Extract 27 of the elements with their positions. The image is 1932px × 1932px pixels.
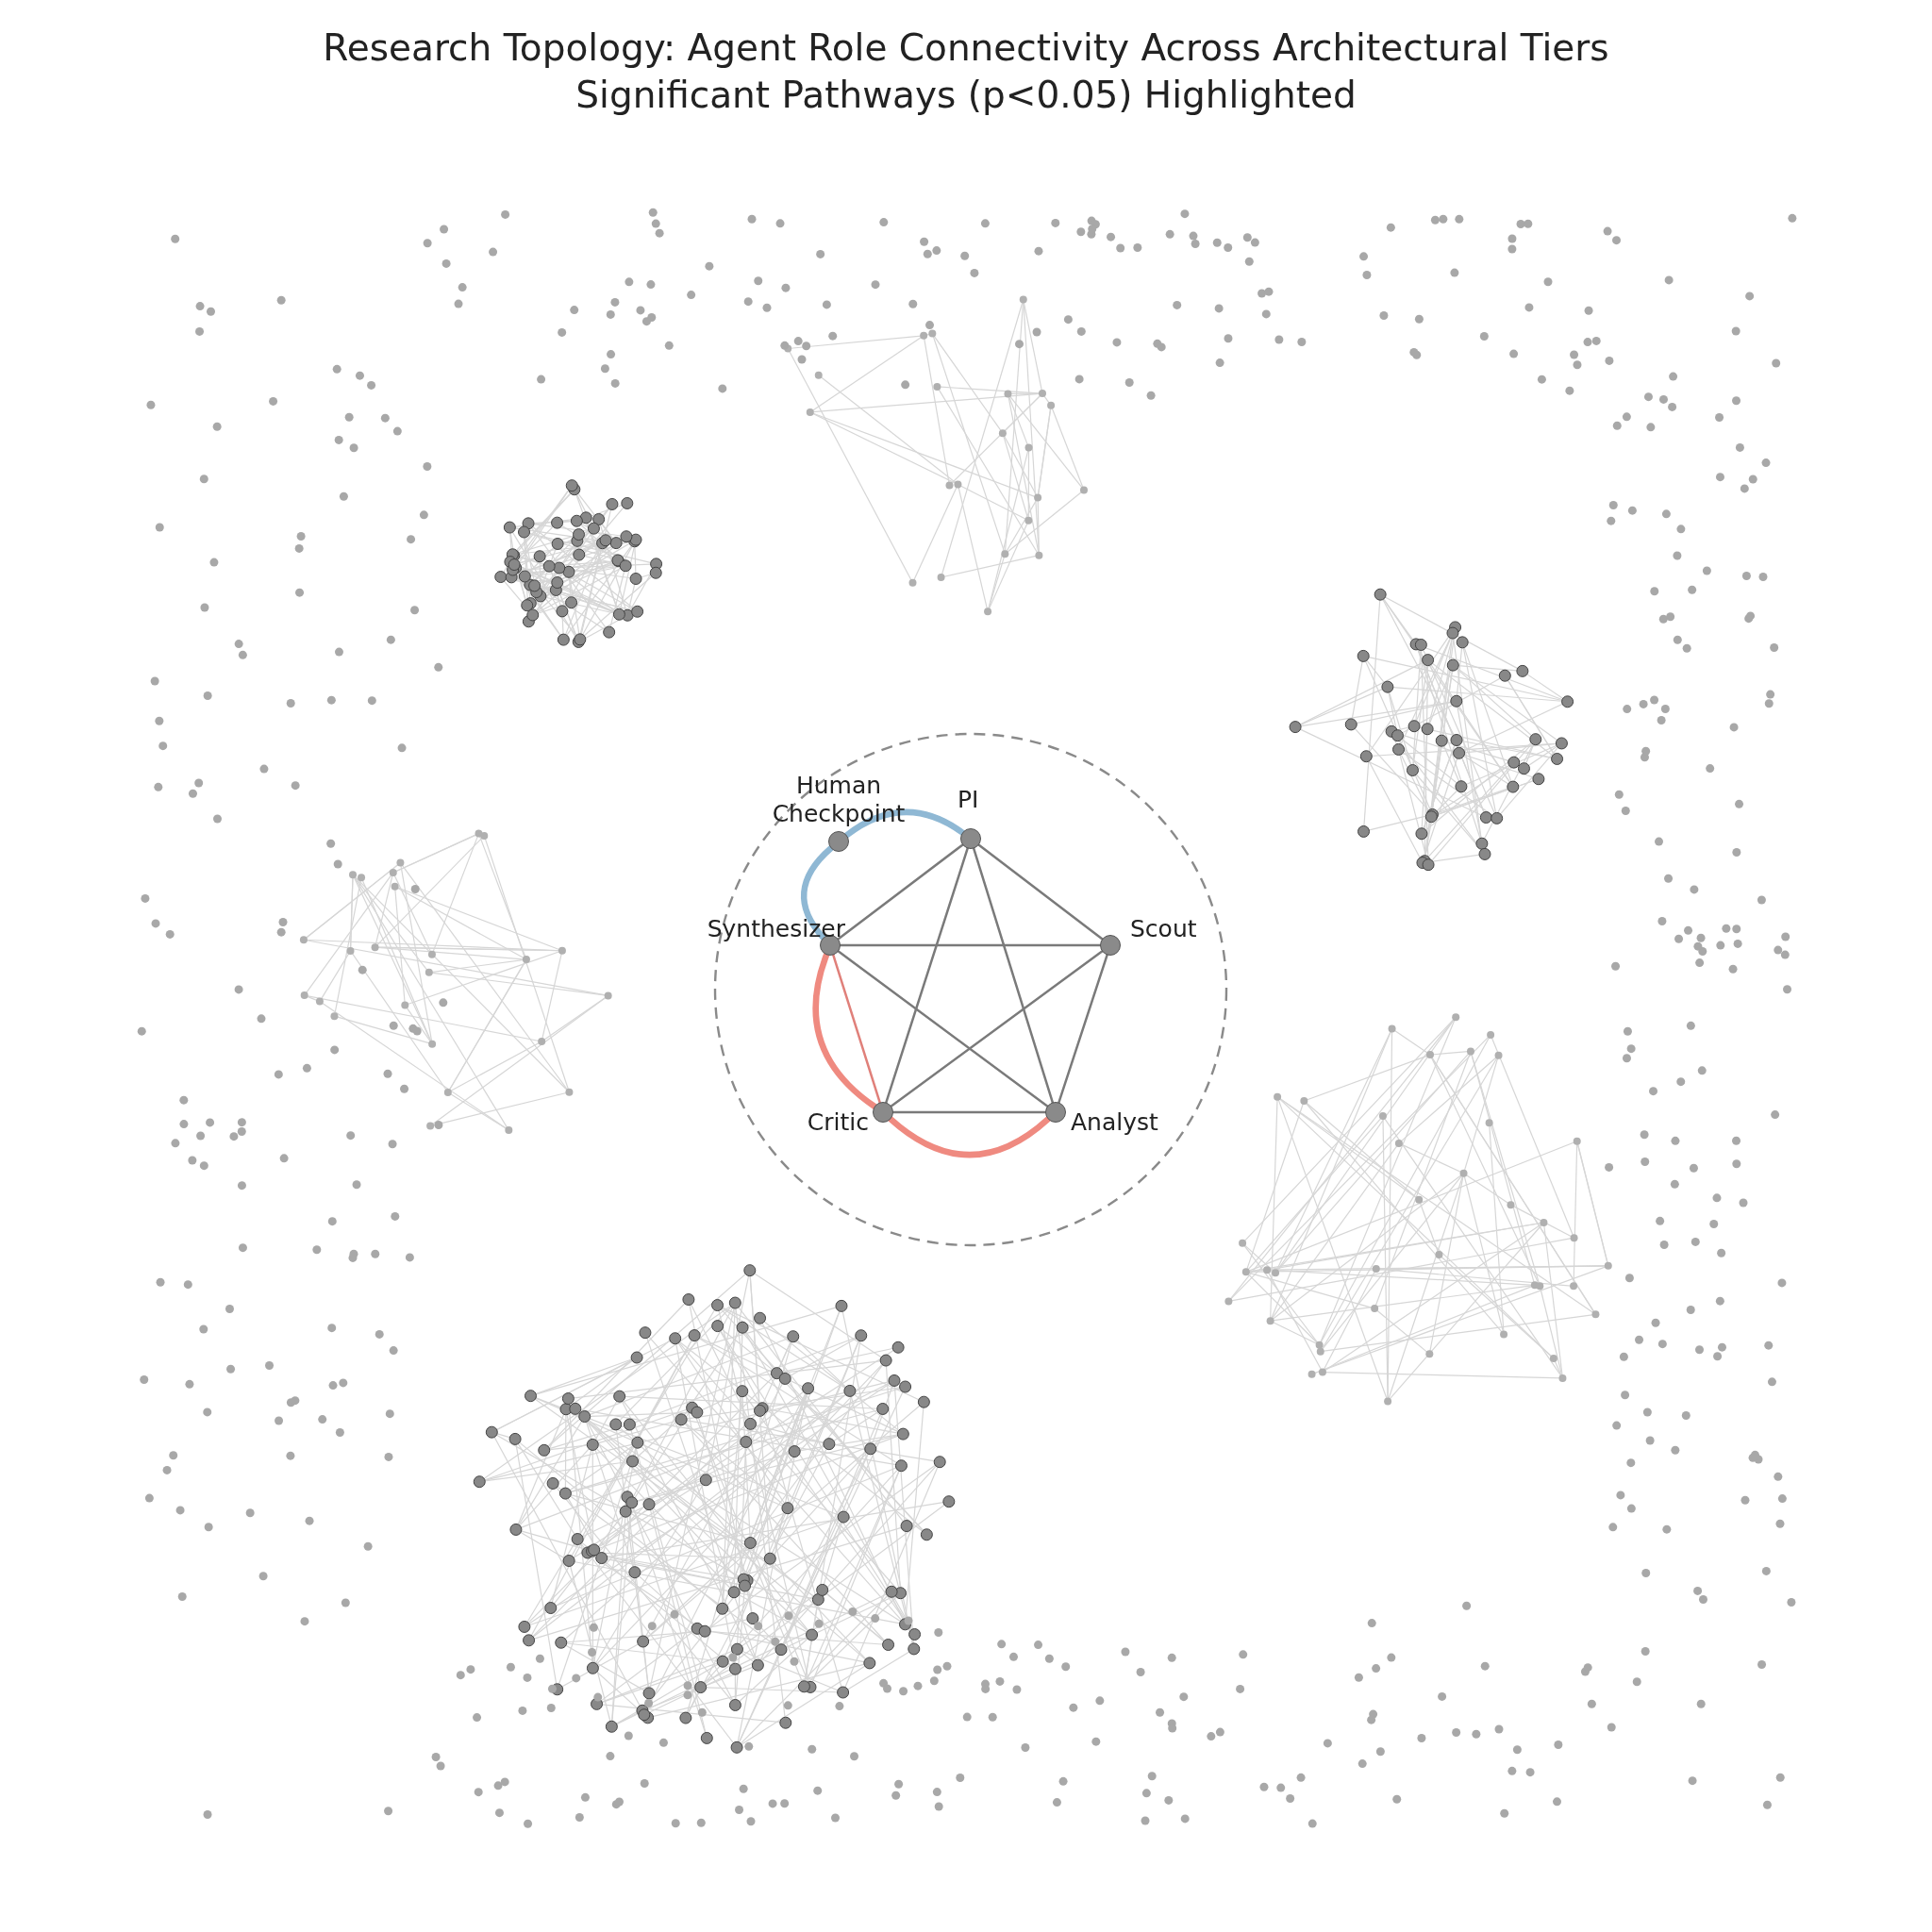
edge-line (837, 843, 964, 941)
edge-line (839, 943, 1102, 947)
edge-line (891, 1110, 1047, 1114)
highlighted-edge (812, 952, 878, 1110)
edge-line (890, 950, 1104, 1108)
node-label: Human Checkpoint (771, 772, 907, 828)
node-label: PI (958, 786, 979, 814)
agent-node (828, 831, 849, 852)
node-label: Scout (1130, 915, 1197, 943)
edge-line (832, 954, 881, 1104)
chart-subtitle: Significant Pathways (p<0.05) Highlighted (575, 74, 1357, 116)
agent-node (1100, 935, 1121, 956)
chart-title: Research Topology: Agent Role Connectivity Across Architectural Tiers (322, 26, 1610, 69)
edge-line (977, 843, 1104, 941)
edge-line (973, 847, 1054, 1104)
highlighted-edge (801, 844, 834, 941)
agent-node (960, 828, 981, 849)
node-label: Synthesizer (707, 915, 845, 943)
highlighted-edge (887, 1116, 1052, 1158)
edge-line (837, 950, 1049, 1108)
agent-node (1045, 1102, 1066, 1123)
highlighted-edge (843, 808, 966, 839)
node-label: Critic (807, 1108, 869, 1137)
edge-line (1058, 954, 1108, 1104)
agent-node (873, 1102, 893, 1123)
edge-line (885, 847, 969, 1104)
node-label: Analyst (1071, 1108, 1158, 1137)
